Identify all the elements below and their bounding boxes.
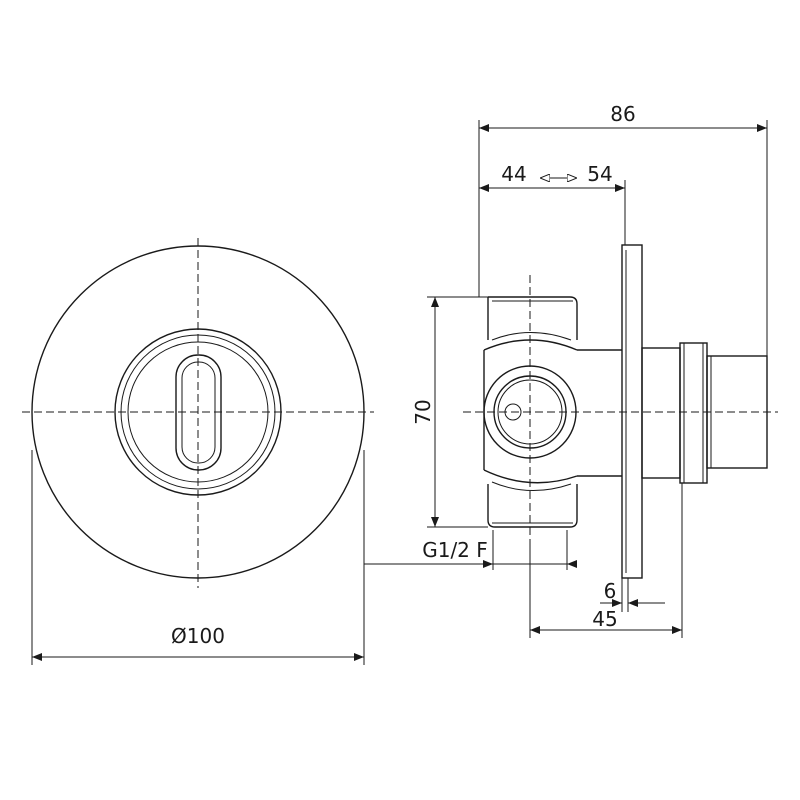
bottom-saddle-inner — [491, 481, 572, 491]
adjust-max-label: 54 — [587, 162, 612, 186]
top-port-outline — [488, 296, 578, 340]
connection-label: G1/2 F — [422, 538, 488, 562]
diameter-label: Ø100 — [171, 624, 225, 648]
bottom-port-outline — [487, 484, 578, 528]
adjust-min-label: 44 — [501, 162, 526, 186]
body-depth-label: 45 — [592, 607, 617, 631]
height-label: 70 — [411, 399, 435, 424]
plate-thickness-label: 6 — [604, 579, 617, 603]
overall-depth-label: 86 — [610, 102, 635, 126]
spindle-housing — [641, 347, 681, 479]
front-view: Ø100 — [22, 238, 374, 665]
top-saddle-inner — [491, 332, 572, 341]
side-view: 86 44 54 70 G1/2 F 6 45 — [364, 102, 778, 638]
